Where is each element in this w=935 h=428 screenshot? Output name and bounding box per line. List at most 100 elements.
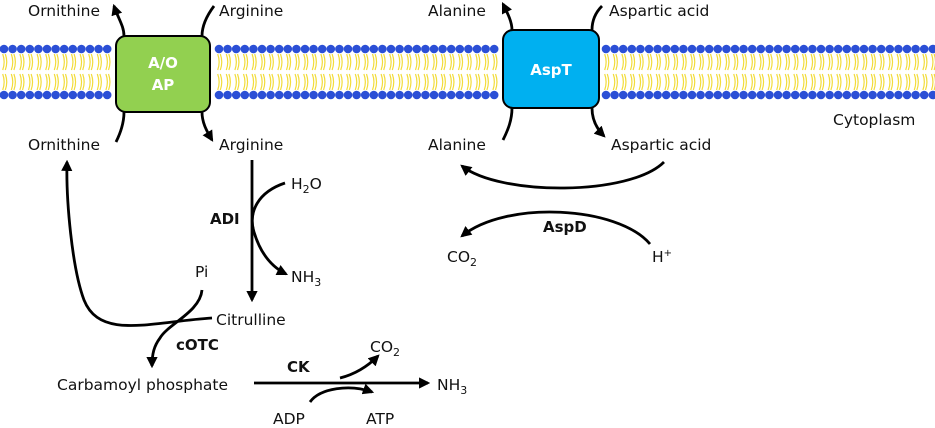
lipid-head bbox=[489, 90, 499, 100]
lipid-head bbox=[842, 44, 852, 54]
lipid-head bbox=[928, 90, 935, 100]
lipid-head bbox=[386, 90, 396, 100]
lipid-tail bbox=[79, 53, 85, 71]
proton-label: H+ bbox=[652, 248, 672, 266]
lipid-tail bbox=[905, 73, 911, 91]
lipid-tail bbox=[260, 73, 266, 91]
lipid-tail bbox=[707, 73, 713, 91]
adi-ammonia-label: NH3 bbox=[291, 268, 321, 289]
lipid-head bbox=[782, 44, 791, 54]
ck-enzyme-label: CK bbox=[287, 358, 311, 376]
cytoplasm-label: Cytoplasm bbox=[833, 111, 915, 129]
lipid-tail bbox=[758, 73, 765, 91]
lipid-tail bbox=[389, 73, 395, 91]
lipid-head bbox=[687, 90, 697, 100]
lipid-tail bbox=[88, 73, 94, 91]
lipid-head bbox=[661, 44, 671, 54]
lipid-tail bbox=[380, 73, 386, 91]
lipid-head bbox=[455, 90, 465, 100]
lipid-head bbox=[223, 90, 232, 100]
lipid-tail bbox=[698, 73, 704, 91]
pi-label: Pi bbox=[195, 263, 208, 281]
lipid-head bbox=[610, 44, 619, 54]
lipid-tail bbox=[242, 73, 249, 91]
aspt-label: AspT bbox=[530, 61, 572, 79]
lipid-tail bbox=[96, 53, 102, 71]
lipid-head bbox=[240, 44, 250, 54]
lipid-head bbox=[34, 90, 43, 100]
lipid-head bbox=[421, 90, 430, 100]
ornithine-entry-arrow bbox=[114, 111, 126, 143]
lipid-head bbox=[816, 44, 826, 54]
lipid-head bbox=[274, 90, 284, 100]
lipid-tail bbox=[492, 73, 498, 91]
lipid-tail bbox=[664, 73, 670, 91]
lipid-tail bbox=[337, 73, 343, 91]
lipid-tail bbox=[604, 53, 610, 71]
lipid-tail bbox=[621, 73, 627, 91]
lipid-tail bbox=[870, 73, 876, 91]
lipid-tail bbox=[10, 53, 16, 71]
adp-to-atp-arc bbox=[308, 383, 375, 403]
lipid-tail bbox=[930, 73, 935, 91]
lipid-tail bbox=[776, 73, 782, 91]
lipid-head bbox=[644, 90, 654, 100]
lipid-tail bbox=[53, 73, 59, 91]
lipid-head bbox=[627, 90, 637, 100]
lipid-head bbox=[421, 44, 430, 54]
atp-label: ATP bbox=[366, 410, 394, 428]
lipid-tail bbox=[19, 53, 25, 71]
lipid-head bbox=[455, 44, 465, 54]
lipid-head bbox=[283, 90, 293, 100]
lipid-tail bbox=[724, 53, 730, 71]
lipid-tail bbox=[810, 73, 816, 91]
lipid-tail bbox=[776, 53, 782, 71]
lipid-head bbox=[369, 44, 379, 54]
lipid-tail bbox=[664, 53, 670, 71]
lipid-tail bbox=[767, 73, 773, 91]
lipid-tail bbox=[905, 53, 911, 71]
lipid-head bbox=[747, 90, 757, 100]
aoap-label-line2: AP bbox=[152, 76, 175, 94]
lipid-tail bbox=[466, 73, 472, 91]
lipid-tail bbox=[750, 73, 756, 91]
lipid-tail bbox=[492, 53, 498, 71]
lipid-tail bbox=[449, 53, 455, 71]
lipid-tail bbox=[105, 53, 111, 71]
arginine-import-top-arrow bbox=[200, 5, 216, 37]
lipid-head bbox=[816, 90, 826, 100]
lipid-head bbox=[446, 90, 456, 100]
lipid-head bbox=[77, 90, 86, 100]
lipid-tail bbox=[27, 73, 34, 91]
aspartate-to-alanine-arrow bbox=[460, 161, 665, 190]
lipid-head bbox=[0, 90, 9, 100]
lipid-head bbox=[59, 44, 69, 54]
lipid-head bbox=[102, 90, 112, 100]
ornithine-inside-label: Ornithine bbox=[28, 136, 100, 154]
lipid-tail bbox=[10, 73, 16, 91]
aoap-transporter bbox=[115, 35, 211, 113]
lipid-head bbox=[300, 44, 310, 54]
arginine-outside-label: Arginine bbox=[219, 2, 283, 20]
alanine-entry-arrow bbox=[501, 107, 514, 141]
lipid-head bbox=[94, 90, 103, 100]
lipid-head bbox=[885, 90, 895, 100]
lipid-head bbox=[472, 90, 482, 100]
lipid-tail bbox=[750, 53, 756, 71]
lipid-head bbox=[773, 90, 783, 100]
lipid-tail bbox=[690, 53, 696, 71]
lipid-head bbox=[911, 44, 920, 54]
lipid-head bbox=[102, 44, 112, 54]
aspartic-acid-outside-label: Aspartic acid bbox=[609, 2, 709, 20]
lipid-head bbox=[326, 44, 336, 54]
lipid-head bbox=[283, 44, 293, 54]
pi-to-carbamoyl-arc bbox=[146, 289, 204, 369]
ck-nh3-label: NH3 bbox=[437, 376, 467, 397]
cotc-enzyme-label: cOTC bbox=[176, 336, 219, 354]
lipid-head bbox=[343, 90, 353, 100]
lipid-head bbox=[360, 44, 370, 54]
lipid-tail bbox=[19, 73, 25, 91]
lipid-tail bbox=[27, 53, 34, 71]
lipid-head bbox=[730, 90, 740, 100]
